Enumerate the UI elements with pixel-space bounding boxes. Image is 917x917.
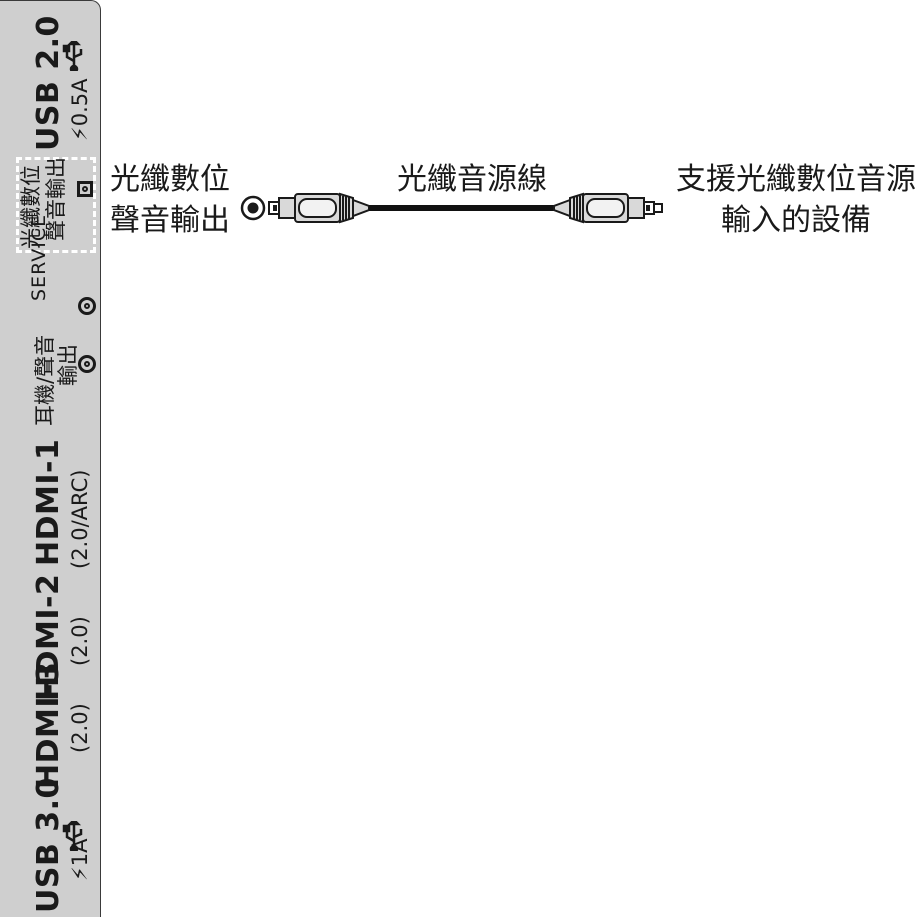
usb2-current: 0.5A [68,78,92,127]
headphone-port-icon [78,355,96,373]
device-label-line2: 輸入的設備 [721,202,871,238]
hdmi1-label: HDMI-1 [31,438,66,566]
service-port-label: SERVICE [28,213,50,301]
headphone-port-label-2: 輸出 [56,344,80,386]
bolt-icon: ⚡ [68,126,92,141]
optical-output-label-line1: 光纖數位 [110,162,230,197]
service-port-icon [78,297,96,315]
hdmi1-sub: (2.0/ARC) [68,469,92,569]
headphone-port-label-1: 耳機/聲音 [33,334,57,426]
optical-socket-icon [240,195,266,221]
optical-output-label-line2: 聲音輸出 [110,202,230,238]
device-label: 支援光纖數位音源 輸入的設備 [676,160,916,241]
usb2-label: USB 2.0 [31,15,66,151]
usb-icon [62,821,83,851]
right-optical-plug [553,192,663,224]
optical-output-label: 光纖數位 聲音輸出 [110,160,230,241]
usb2-current-row: ⚡0.5A [68,78,92,141]
bolt-icon: ⚡ [68,866,92,881]
cable-label: 光纖音源線 [397,162,547,197]
optical-cable-line [369,205,554,211]
tv-connector-panel: USB 2.0 ⚡0.5A 光纖數位 聲音輸出 SERVICE 耳機/聲音 輸出… [0,0,101,917]
hdmi2-sub: (2.0) [68,616,92,666]
device-label-line1: 支援光纖數位音源 [676,162,916,197]
hdmi3-label: HDMI-3 [31,661,66,789]
usb-icon [62,41,83,71]
optical-cable-diagram [240,192,663,224]
hdmi3-sub: (2.0) [68,703,92,753]
left-optical-plug [268,192,370,224]
optical-port-icon [77,181,93,197]
optical-port-highlight [16,157,96,253]
